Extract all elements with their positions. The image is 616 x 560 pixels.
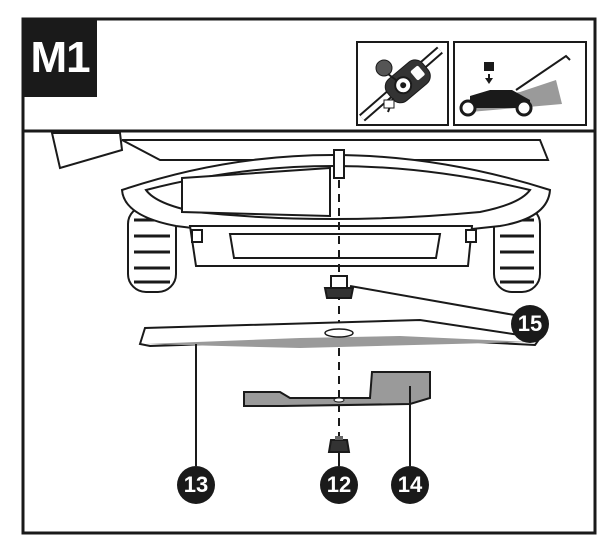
callout-14: 14 [391,466,429,504]
mower-deck-underside [50,132,552,293]
callout-13: 13 [177,466,215,504]
leader-line-15 [349,285,521,317]
callout-12: 12 [320,466,358,504]
blade-adapter [243,371,431,407]
step-label: M1 [23,19,97,97]
hex-nut [327,436,351,453]
lawn-mower-icon [453,41,587,126]
callout-15: 15 [511,305,549,343]
key-switch-icon [356,41,449,126]
blade-bolt [323,275,355,299]
mower-blade [138,318,542,348]
